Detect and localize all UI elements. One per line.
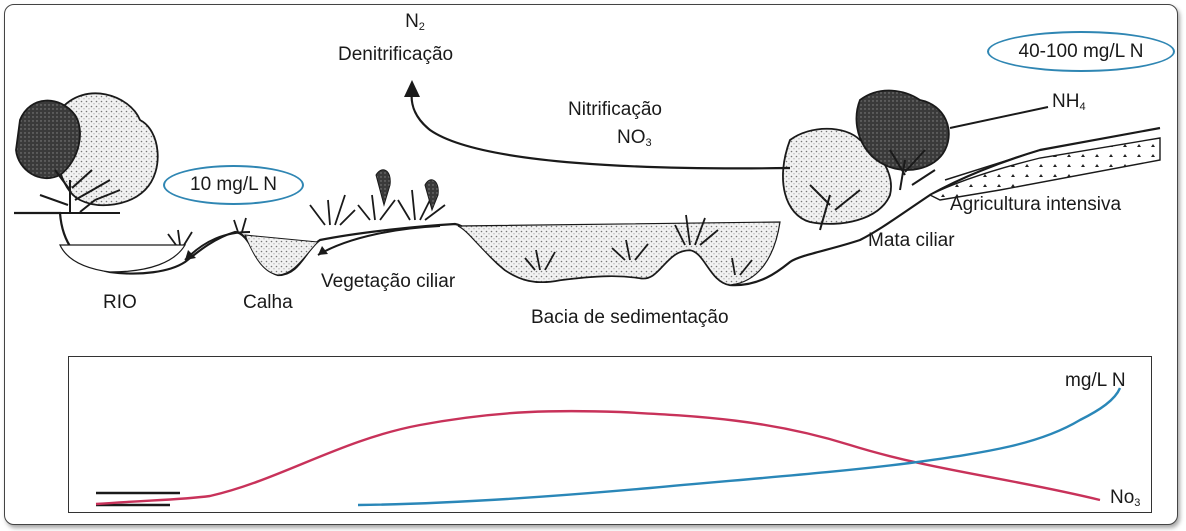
concentration-graph-box xyxy=(68,356,1152,513)
nh4-label: NH4 xyxy=(1052,92,1086,113)
nitrification-label: Nitrificação xyxy=(568,100,662,121)
bacia-label: Bacia de sedimentação xyxy=(531,308,729,329)
denitrification-label: Denitrificação xyxy=(338,45,453,66)
agriculture-field xyxy=(930,138,1160,200)
low-concentration-badge: 10 mg/L N xyxy=(163,165,304,205)
calha-label: Calha xyxy=(243,293,293,314)
graph-series-label: No3 xyxy=(1110,488,1140,509)
agricultura-label: Agricultura intensiva xyxy=(950,195,1121,216)
vegetacao-ciliar-label: Vegetação ciliar xyxy=(321,272,455,293)
mata-ciliar-label: Mata ciliar xyxy=(868,231,955,252)
calha-arrow xyxy=(185,232,250,260)
river-water xyxy=(60,245,185,272)
graph-unit-label: mg/L N xyxy=(1065,371,1126,392)
high-concentration-badge: 40-100 mg/L N xyxy=(987,31,1175,72)
n2-label: N2 xyxy=(375,12,455,33)
channel-water xyxy=(245,235,318,275)
nh4-runoff-line xyxy=(950,107,1048,128)
rio-label: RIO xyxy=(103,293,137,314)
no3-label: NO3 xyxy=(617,128,652,149)
